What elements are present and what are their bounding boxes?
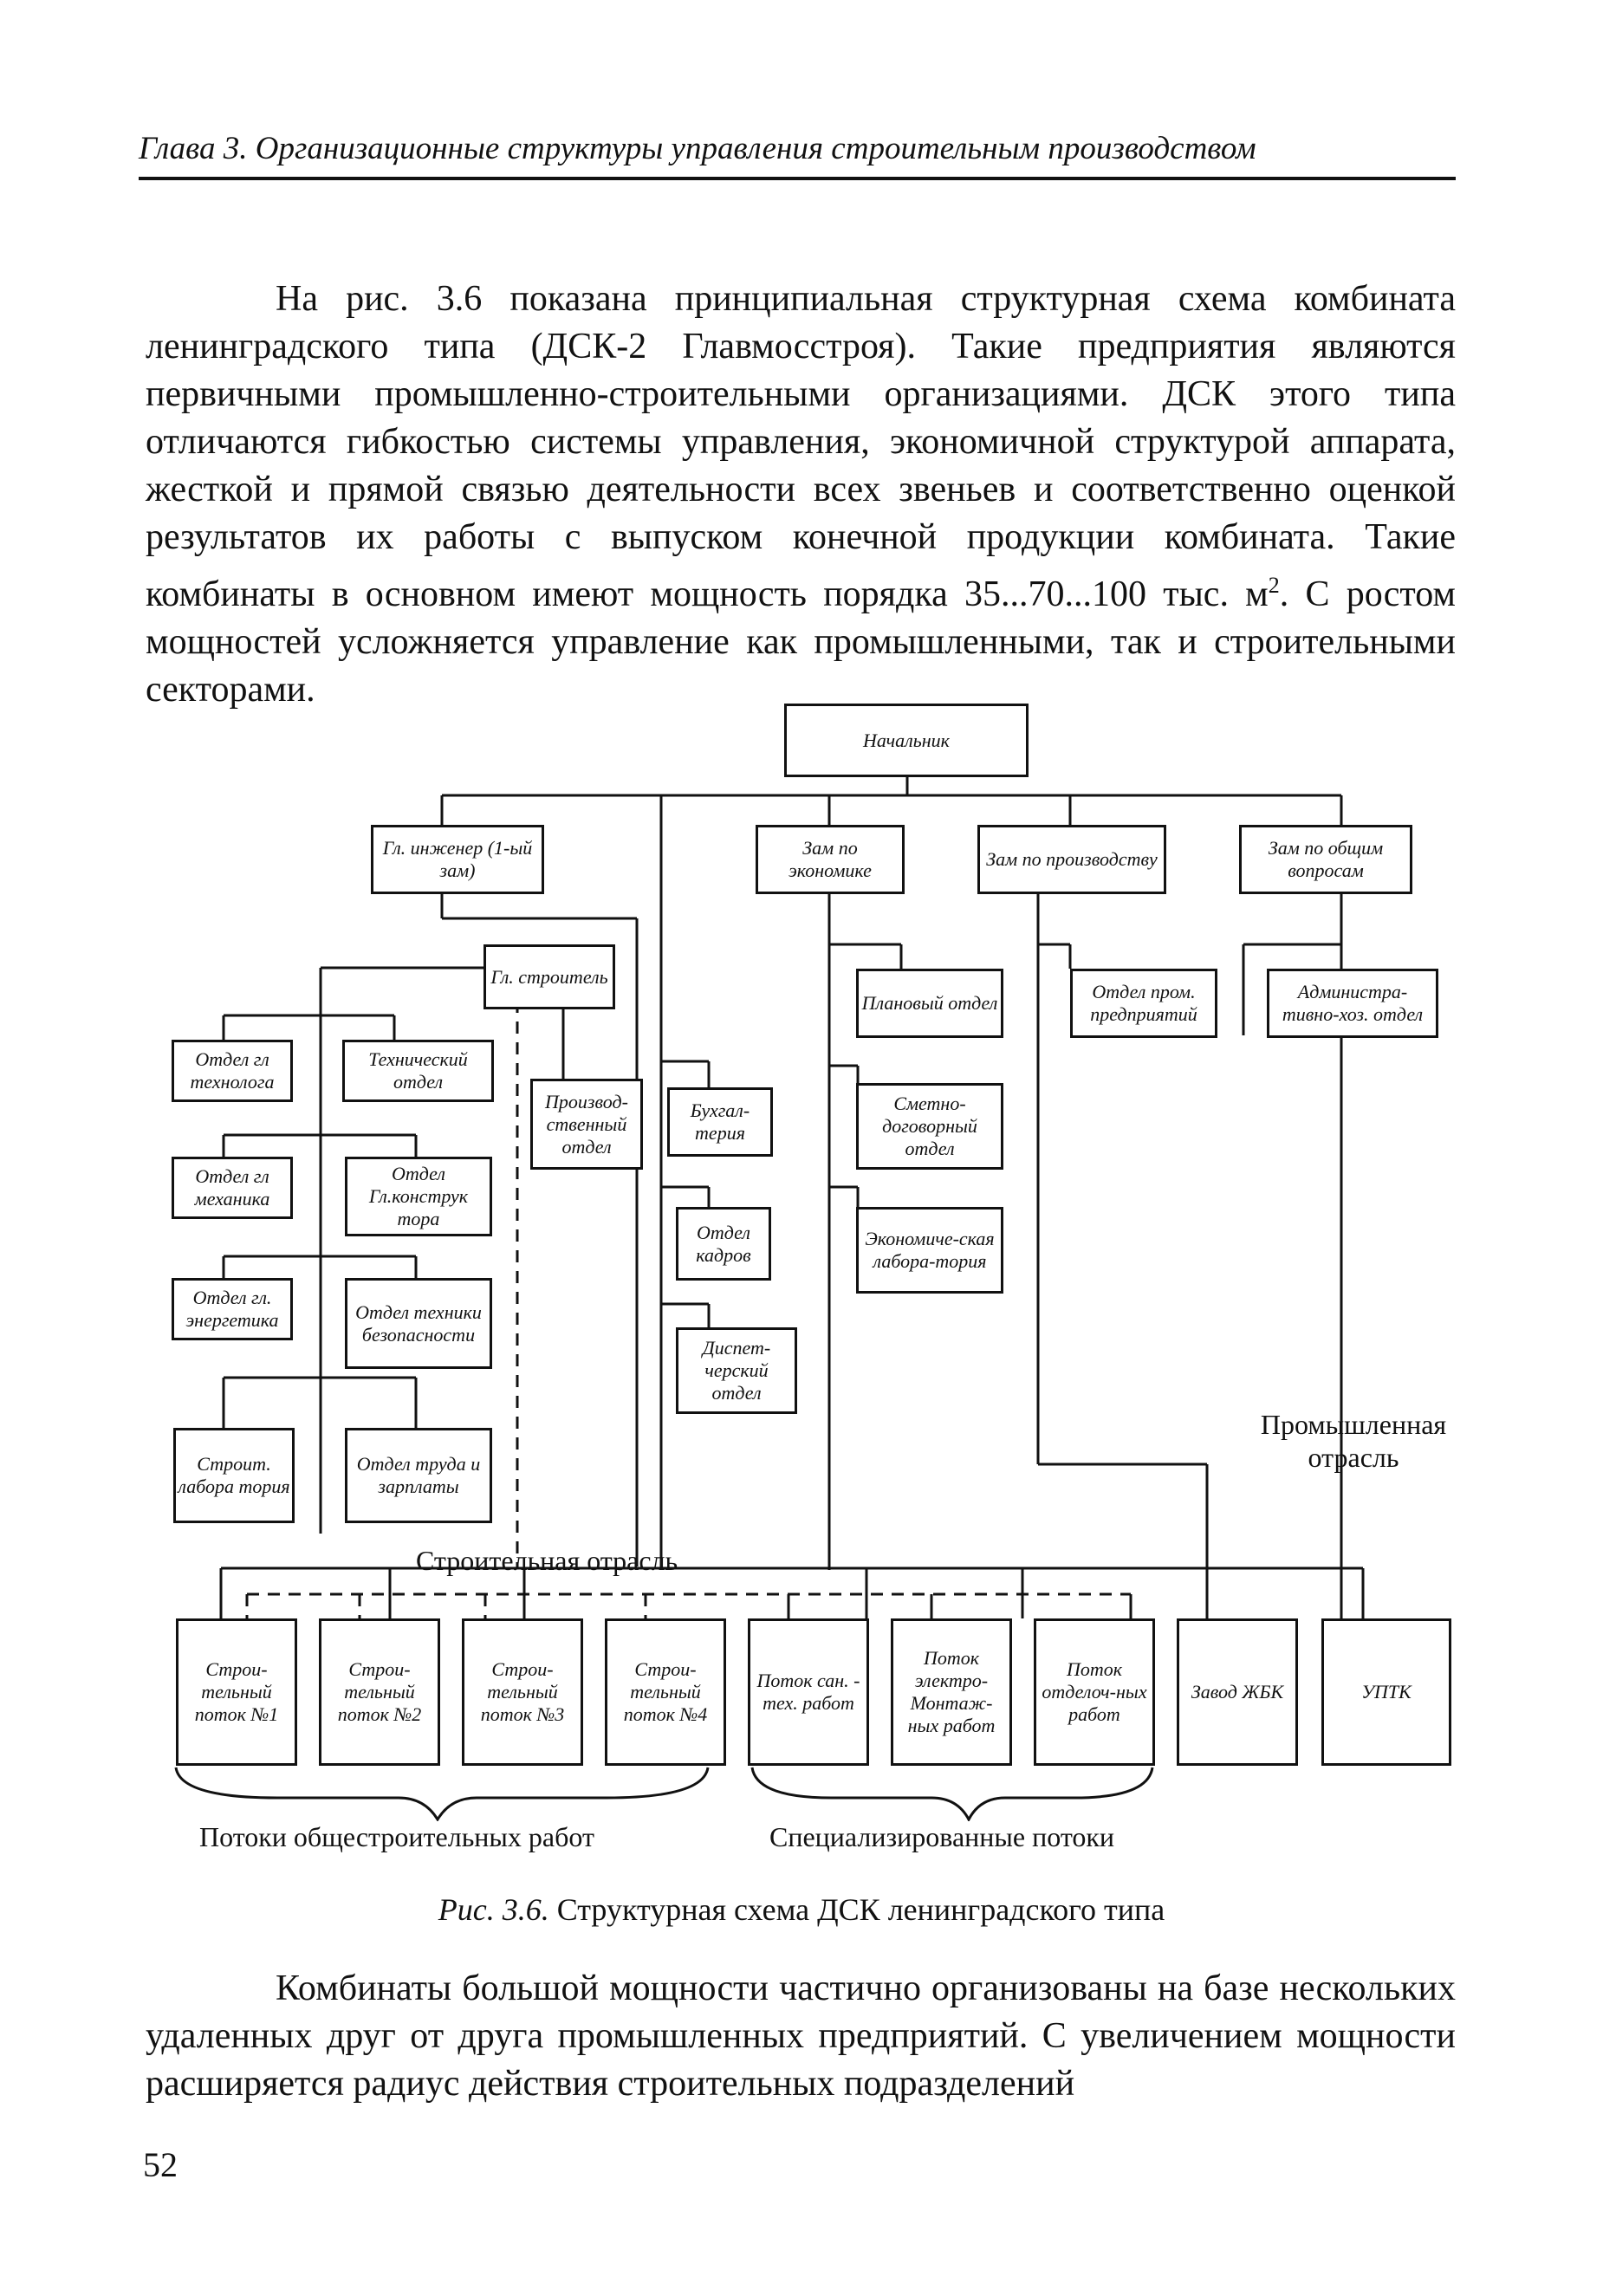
box-plan-dept: Плановый отдел [856,969,1003,1038]
box-safety: Отдел техники безопасности [345,1278,492,1369]
stream-box: Строи-тельный поток №2 [319,1618,440,1766]
box-prom-dept: Отдел пром. предприятий [1070,969,1217,1038]
intro-text-part2: . С ростом мощностей усложняется управле… [146,574,1457,710]
stream-box: Поток электро-Монтаж-ных работ [891,1618,1012,1766]
box-prod-dept: Производ-ственный отдел [530,1079,643,1170]
box-accounting: Бухгал-терия [667,1087,773,1157]
box-gl-builder: Гл. строитель [483,944,615,1009]
label-group-general: Потоки общестроительных работ [199,1821,594,1853]
label-build-branch: Строительная отрасль [416,1545,678,1576]
box-admin-dept: Администра-тивно-хоз. отдел [1267,969,1438,1038]
stream-box: Поток сан. - тех. работ [748,1618,869,1766]
caption-label: Рис. 3.6. [438,1892,549,1927]
stream-box: Строи-тельный поток №3 [462,1618,583,1766]
box-mechanic: Отдел гл механика [172,1157,293,1219]
box-build-lab: Строит. лабора тория [173,1428,295,1523]
box-head: Начальник [784,704,1029,777]
intro-paragraph: На рис. 3.6 показана принципиальная стру… [146,276,1456,714]
header-rule [139,177,1456,180]
box-dispatch: Диспет-черский отдел [676,1327,797,1414]
box-tech-dept: Технический отдел [342,1040,494,1102]
intro-text: На рис. 3.6 показана принципиальная стру… [146,276,1456,714]
box-technologist: Отдел гл технолога [172,1040,293,1102]
label-group-special: Специализированные потоки [769,1821,1115,1853]
box-gl-engineer: Гл. инженер (1-ый зам) [371,825,544,894]
running-header: Глава 3. Организационные структуры управ… [139,131,1256,166]
stream-box: Поток отделоч-ных работ [1034,1618,1155,1766]
stream-box: Строи-тельный поток №1 [176,1618,297,1766]
box-zam-prod: Зам по производству [977,825,1166,894]
box-energetic: Отдел гл. энергетика [172,1278,293,1340]
label-prom-branch: Промышленная отрасль [1260,1409,1447,1473]
outro-paragraph: Комбинаты большой мощности частично орга… [146,1965,1456,2108]
box-zam-general: Зам по общим вопросам [1239,825,1412,894]
stream-box: Строи-тельный поток №4 [605,1618,726,1766]
intro-text-part1: На рис. 3.6 показана принципиальная стру… [146,279,1456,614]
box-zam-econ: Зам по экономике [756,825,905,894]
box-estimate-dept: Сметно-договорный отдел [856,1083,1003,1170]
figure-caption: Рис. 3.6. Структурная схема ДСК ленингра… [0,1891,1603,1928]
caption-text: Структурная схема ДСК ленинградского тип… [548,1892,1165,1927]
box-hr-dept: Отдел кадров [676,1207,771,1281]
box-econ-lab: Экономиче-ская лабора-тория [856,1207,1003,1294]
box-labor-dept: Отдел труда и зарплаты [345,1428,492,1523]
outro-text: Комбинаты большой мощности частично орга… [146,1968,1456,2104]
page-number: 52 [143,2145,178,2184]
stream-box: УПТК [1321,1618,1451,1766]
box-designer: Отдел Гл.конструк тора [345,1157,492,1236]
intro-superscript: 2 [1268,573,1280,598]
stream-box: Завод ЖБК [1177,1618,1298,1766]
